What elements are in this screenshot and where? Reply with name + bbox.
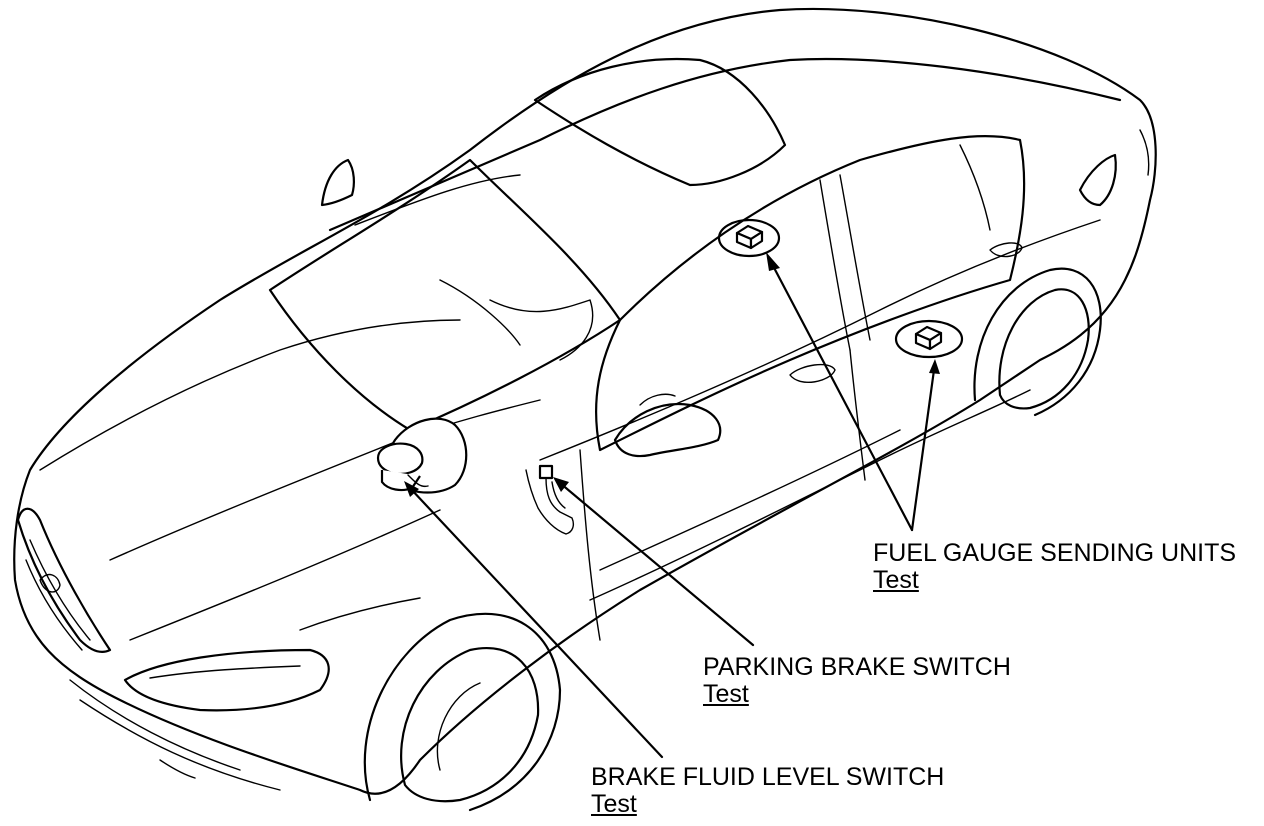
leader-lines: [404, 252, 940, 759]
fuel-gauge-sending-unit-upper: [717, 218, 781, 258]
fuel-gauge-callout: FUEL GAUGE SENDING UNITS Test: [873, 540, 1236, 594]
leader-fuel-lower: [910, 368, 936, 532]
arrowhead-parking-brake: [553, 477, 569, 492]
fuel-gauge-label: FUEL GAUGE SENDING UNITS: [873, 539, 1237, 567]
fuel-gauge-test-link[interactable]: Test: [873, 566, 919, 594]
leader-fuel-upper: [769, 260, 914, 532]
brake-fluid-test-link[interactable]: Test: [591, 790, 637, 818]
brake-fluid-reservoir: [376, 417, 468, 494]
brake-fluid-callout: BRAKE FLUID LEVEL SWITCH Test: [591, 764, 944, 818]
leader-brake-fluid: [408, 486, 664, 759]
brake-fluid-label: BRAKE FLUID LEVEL SWITCH: [591, 763, 945, 791]
front-wheel: [363, 612, 562, 812]
arrowhead-fuel-lower: [929, 359, 940, 374]
parking-brake-callout: PARKING BRAKE SWITCH Test: [703, 654, 1011, 708]
fuel-gauge-sending-unit-lower: [894, 319, 964, 359]
parking-brake-switch: [525, 464, 575, 535]
car-body-outline: [13, 7, 1157, 795]
parking-brake-label: PARKING BRAKE SWITCH: [703, 653, 1011, 681]
arrowhead-brake-fluid: [404, 481, 419, 497]
arrowhead-fuel-upper: [766, 252, 780, 271]
rear-wheel: [973, 267, 1102, 417]
leader-parking-brake: [558, 481, 755, 647]
parking-brake-test-link[interactable]: Test: [703, 680, 749, 708]
